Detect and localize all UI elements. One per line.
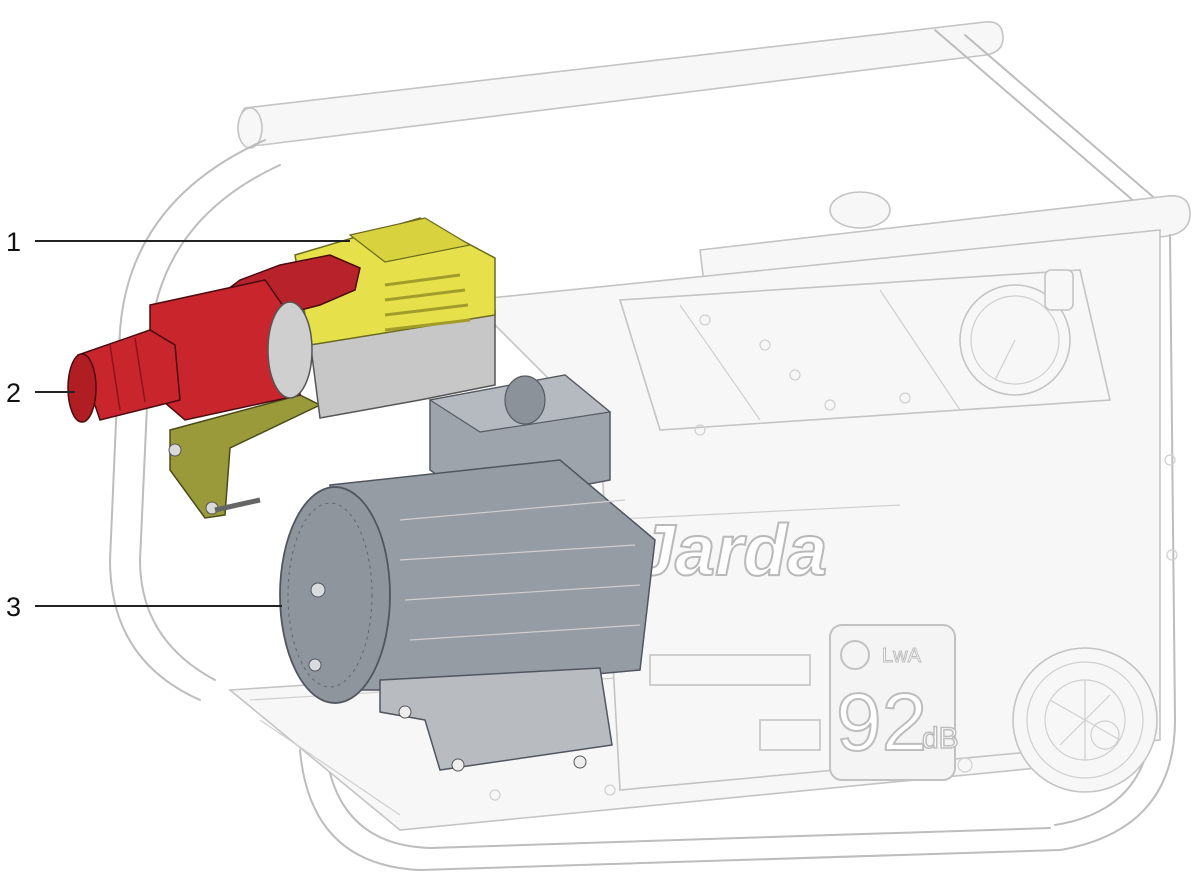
callout-number-3: 3 xyxy=(6,592,21,622)
callout-2: 2 xyxy=(6,378,75,408)
noise-unit-text: dB xyxy=(922,722,959,755)
red-plug xyxy=(67,254,361,423)
mounting-bracket xyxy=(168,394,322,519)
noise-prefix-text: LwA xyxy=(882,645,922,667)
generator-frame xyxy=(109,21,1191,871)
callout-number-2: 2 xyxy=(6,378,21,408)
callout-3: 3 xyxy=(6,592,282,622)
electric-motor xyxy=(279,374,656,772)
brand-decal: Jarda xyxy=(634,510,828,592)
callout-number-1: 1 xyxy=(6,227,21,257)
noise-level-text: 92 xyxy=(836,677,927,768)
callout-1: 1 xyxy=(6,227,350,257)
brand-text: Jarda xyxy=(635,511,827,591)
noise-level-label: LwA 92 dB xyxy=(829,624,959,781)
socket-housing xyxy=(294,217,496,419)
